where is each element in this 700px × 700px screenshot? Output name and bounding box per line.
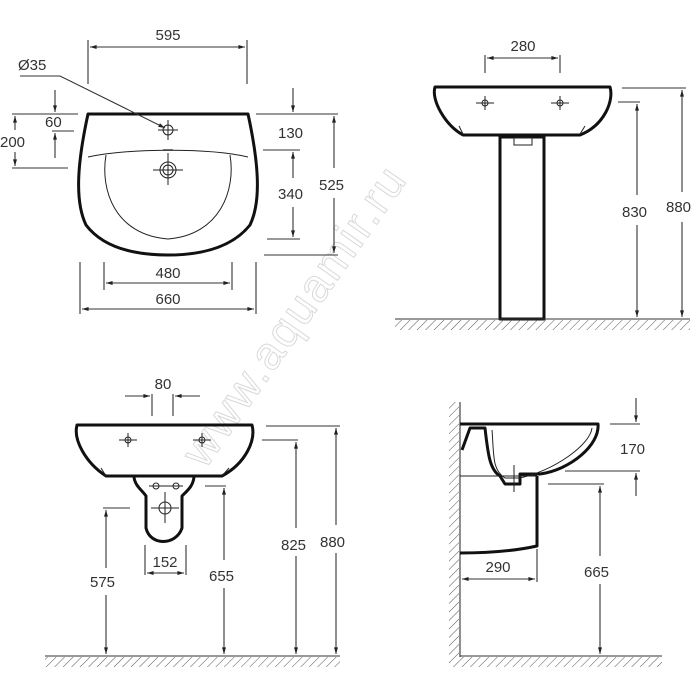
dim-total-depth: 525 bbox=[319, 177, 344, 194]
bolt-hole-icon bbox=[119, 433, 137, 447]
dim-tap-hole-offset: 60 bbox=[45, 114, 62, 131]
bolt-hole-icon bbox=[551, 96, 569, 110]
dim-semi-pedestal-top-height: 665 bbox=[584, 564, 609, 581]
dim-bowl-bottom-height: 830 bbox=[622, 204, 647, 221]
side-view: 170 290 665 bbox=[449, 398, 662, 667]
dim-bowl-depth: 340 bbox=[278, 186, 303, 203]
dim-drain-offset: 200 bbox=[0, 134, 25, 151]
dim-tap-hole-diameter: Ø35 bbox=[18, 57, 46, 74]
dim-front-rim-depth: 130 bbox=[278, 125, 303, 142]
bolt-hole-icon bbox=[476, 96, 494, 110]
floor-hatch bbox=[395, 320, 690, 330]
drain-icon bbox=[149, 482, 183, 523]
floor-hatch bbox=[449, 657, 662, 667]
dim-rim-height: 880 bbox=[666, 199, 691, 216]
semi-pedestal-front-view: 80 152 575 655 825 880 bbox=[45, 376, 345, 667]
dim-drain-height: 575 bbox=[90, 574, 115, 591]
dim-semi-pedestal-top-height: 655 bbox=[209, 568, 234, 585]
dim-rim-to-bowl-bottom: 170 bbox=[620, 441, 645, 458]
dim-bowl-bottom-height: 825 bbox=[281, 537, 306, 554]
dim-bracket-spacing: 280 bbox=[510, 38, 535, 55]
drain-icon bbox=[153, 149, 183, 185]
floor-hatch bbox=[45, 657, 340, 667]
wall-hatch bbox=[449, 402, 459, 657]
watermark: www.aquamir.ru bbox=[170, 155, 417, 477]
dim-bolt-spacing: 80 bbox=[155, 376, 172, 393]
bolt-hole-icon bbox=[193, 433, 211, 447]
dim-semi-pedestal-depth: 290 bbox=[485, 559, 510, 576]
tap-hole-icon bbox=[158, 120, 178, 140]
dim-rim-height: 880 bbox=[320, 534, 345, 551]
dim-tap-spacing: 595 bbox=[155, 27, 180, 44]
dim-total-width: 660 bbox=[155, 291, 180, 308]
dim-bowl-width: 480 bbox=[155, 265, 180, 282]
pedestal-front-view: 280 830 880 bbox=[395, 38, 691, 330]
top-view: 595 Ø35 60 200 130 340 525 480 bbox=[0, 27, 344, 314]
dim-semi-pedestal-width: 152 bbox=[152, 554, 177, 571]
